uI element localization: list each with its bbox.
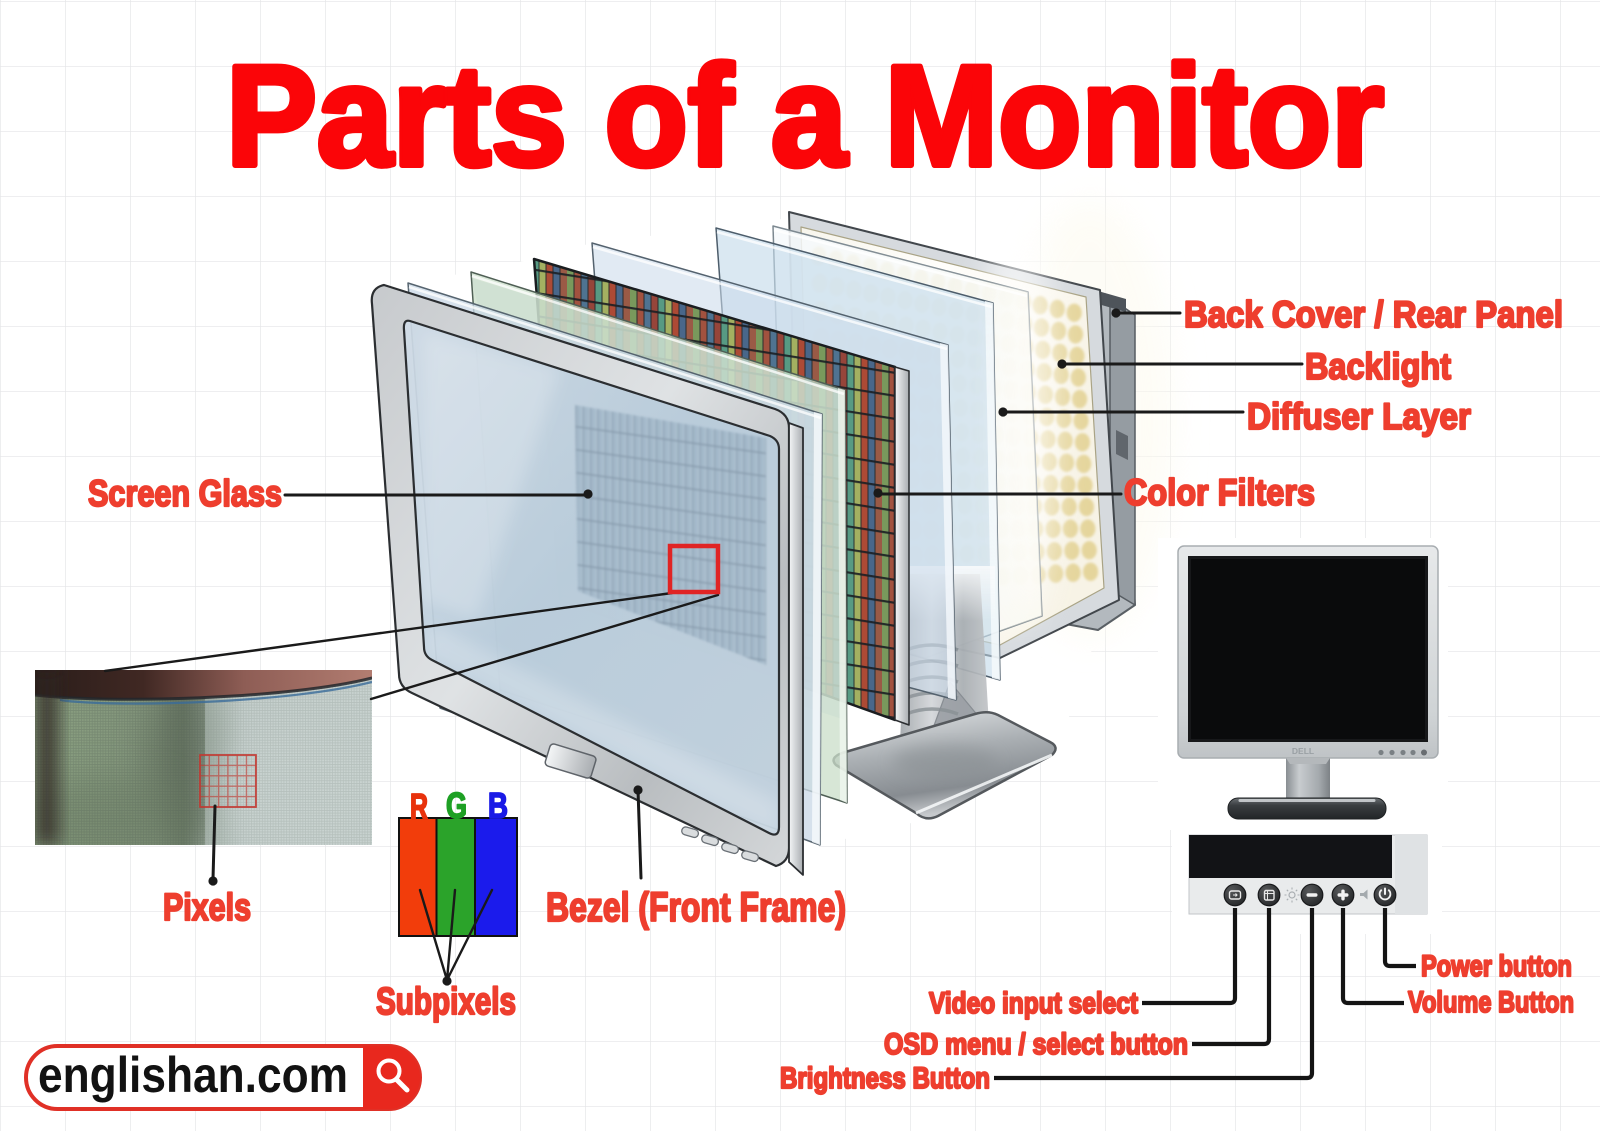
svg-text:Color Filters: Color Filters	[1124, 472, 1315, 513]
svg-text:Video input select: Video input select	[929, 987, 1138, 1020]
svg-text:R: R	[410, 786, 428, 827]
svg-text:Pixels: Pixels	[163, 887, 251, 929]
svg-text:B: B	[488, 785, 508, 826]
svg-text:Back Cover / Rear Panel: Back Cover / Rear Panel	[1184, 294, 1563, 335]
svg-text:Volume Button: Volume Button	[1408, 986, 1574, 1019]
svg-text:G: G	[446, 785, 467, 826]
svg-text:englishan.com: englishan.com	[38, 1047, 348, 1103]
svg-text:OSD menu / select button: OSD menu / select button	[884, 1028, 1188, 1061]
svg-text:Brightness Button: Brightness Button	[780, 1062, 990, 1095]
svg-text:DELL: DELL	[1292, 746, 1314, 756]
svg-text:Screen Glass: Screen Glass	[88, 473, 282, 514]
svg-text:Backlight: Backlight	[1305, 346, 1451, 387]
svg-text:Parts of a Monitor: Parts of a Monitor	[226, 37, 1384, 196]
svg-text:Diffuser Layer: Diffuser Layer	[1247, 396, 1471, 437]
svg-text:Power button: Power button	[1421, 950, 1572, 983]
svg-text:Bezel (Front Frame): Bezel (Front Frame)	[546, 884, 846, 930]
svg-text:Subpixels: Subpixels	[376, 981, 516, 1023]
